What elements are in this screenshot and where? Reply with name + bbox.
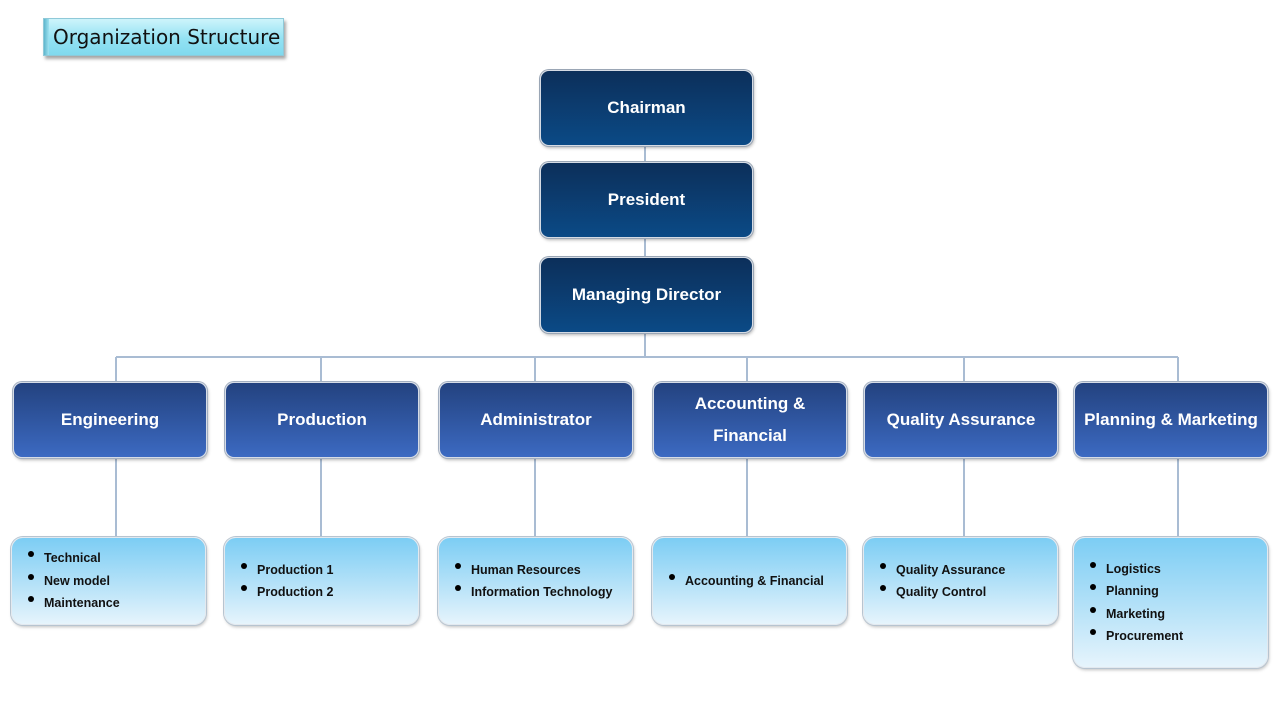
list-item: Logistics	[1088, 558, 1183, 581]
list-item: Quality Assurance	[878, 559, 1005, 582]
department-production: Production	[225, 382, 419, 458]
sub-list-quality-assurance: Quality Assurance Quality Control	[878, 559, 1005, 604]
list-item: Technical	[26, 547, 120, 570]
list-item: Information Technology	[453, 581, 612, 604]
list-item: Accounting & Financial	[667, 570, 824, 593]
sub-list-engineering: Technical New model Maintenance	[26, 547, 120, 615]
sub-box-quality-assurance: Quality Assurance Quality Control	[863, 537, 1058, 625]
department-engineering: Engineering	[13, 382, 207, 458]
list-item: Production 2	[239, 581, 333, 604]
sub-list-accounting-financial: Accounting & Financial	[667, 570, 824, 593]
sub-box-planning-marketing: Logistics Planning Marketing Procurement	[1073, 537, 1268, 668]
department-administrator: Administrator	[439, 382, 633, 458]
list-item: Planning	[1088, 580, 1183, 603]
sub-box-production: Production 1 Production 2	[224, 537, 419, 625]
sub-list-production: Production 1 Production 2	[239, 559, 333, 604]
list-item: Procurement	[1088, 625, 1183, 648]
list-item: Quality Control	[878, 581, 1005, 604]
list-item: Human Resources	[453, 559, 612, 582]
department-planning-marketing: Planning & Marketing	[1074, 382, 1268, 458]
chart-title: Organization Structure	[43, 18, 284, 56]
sub-box-accounting-financial: Accounting & Financial	[652, 537, 847, 625]
list-item: New model	[26, 570, 120, 593]
department-quality-assurance: Quality Assurance	[864, 382, 1058, 458]
sub-list-planning-marketing: Logistics Planning Marketing Procurement	[1088, 558, 1183, 648]
list-item: Marketing	[1088, 603, 1183, 626]
managing-director-box: Managing Director	[540, 257, 753, 333]
sub-box-engineering: Technical New model Maintenance	[11, 537, 206, 625]
sub-box-administrator: Human Resources Information Technology	[438, 537, 633, 625]
sub-list-administrator: Human Resources Information Technology	[453, 559, 612, 604]
list-item: Production 1	[239, 559, 333, 582]
department-accounting-financial: Accounting & Financial	[653, 382, 847, 458]
list-item: Maintenance	[26, 592, 120, 615]
chairman-box: Chairman	[540, 70, 753, 146]
president-box: President	[540, 162, 753, 238]
